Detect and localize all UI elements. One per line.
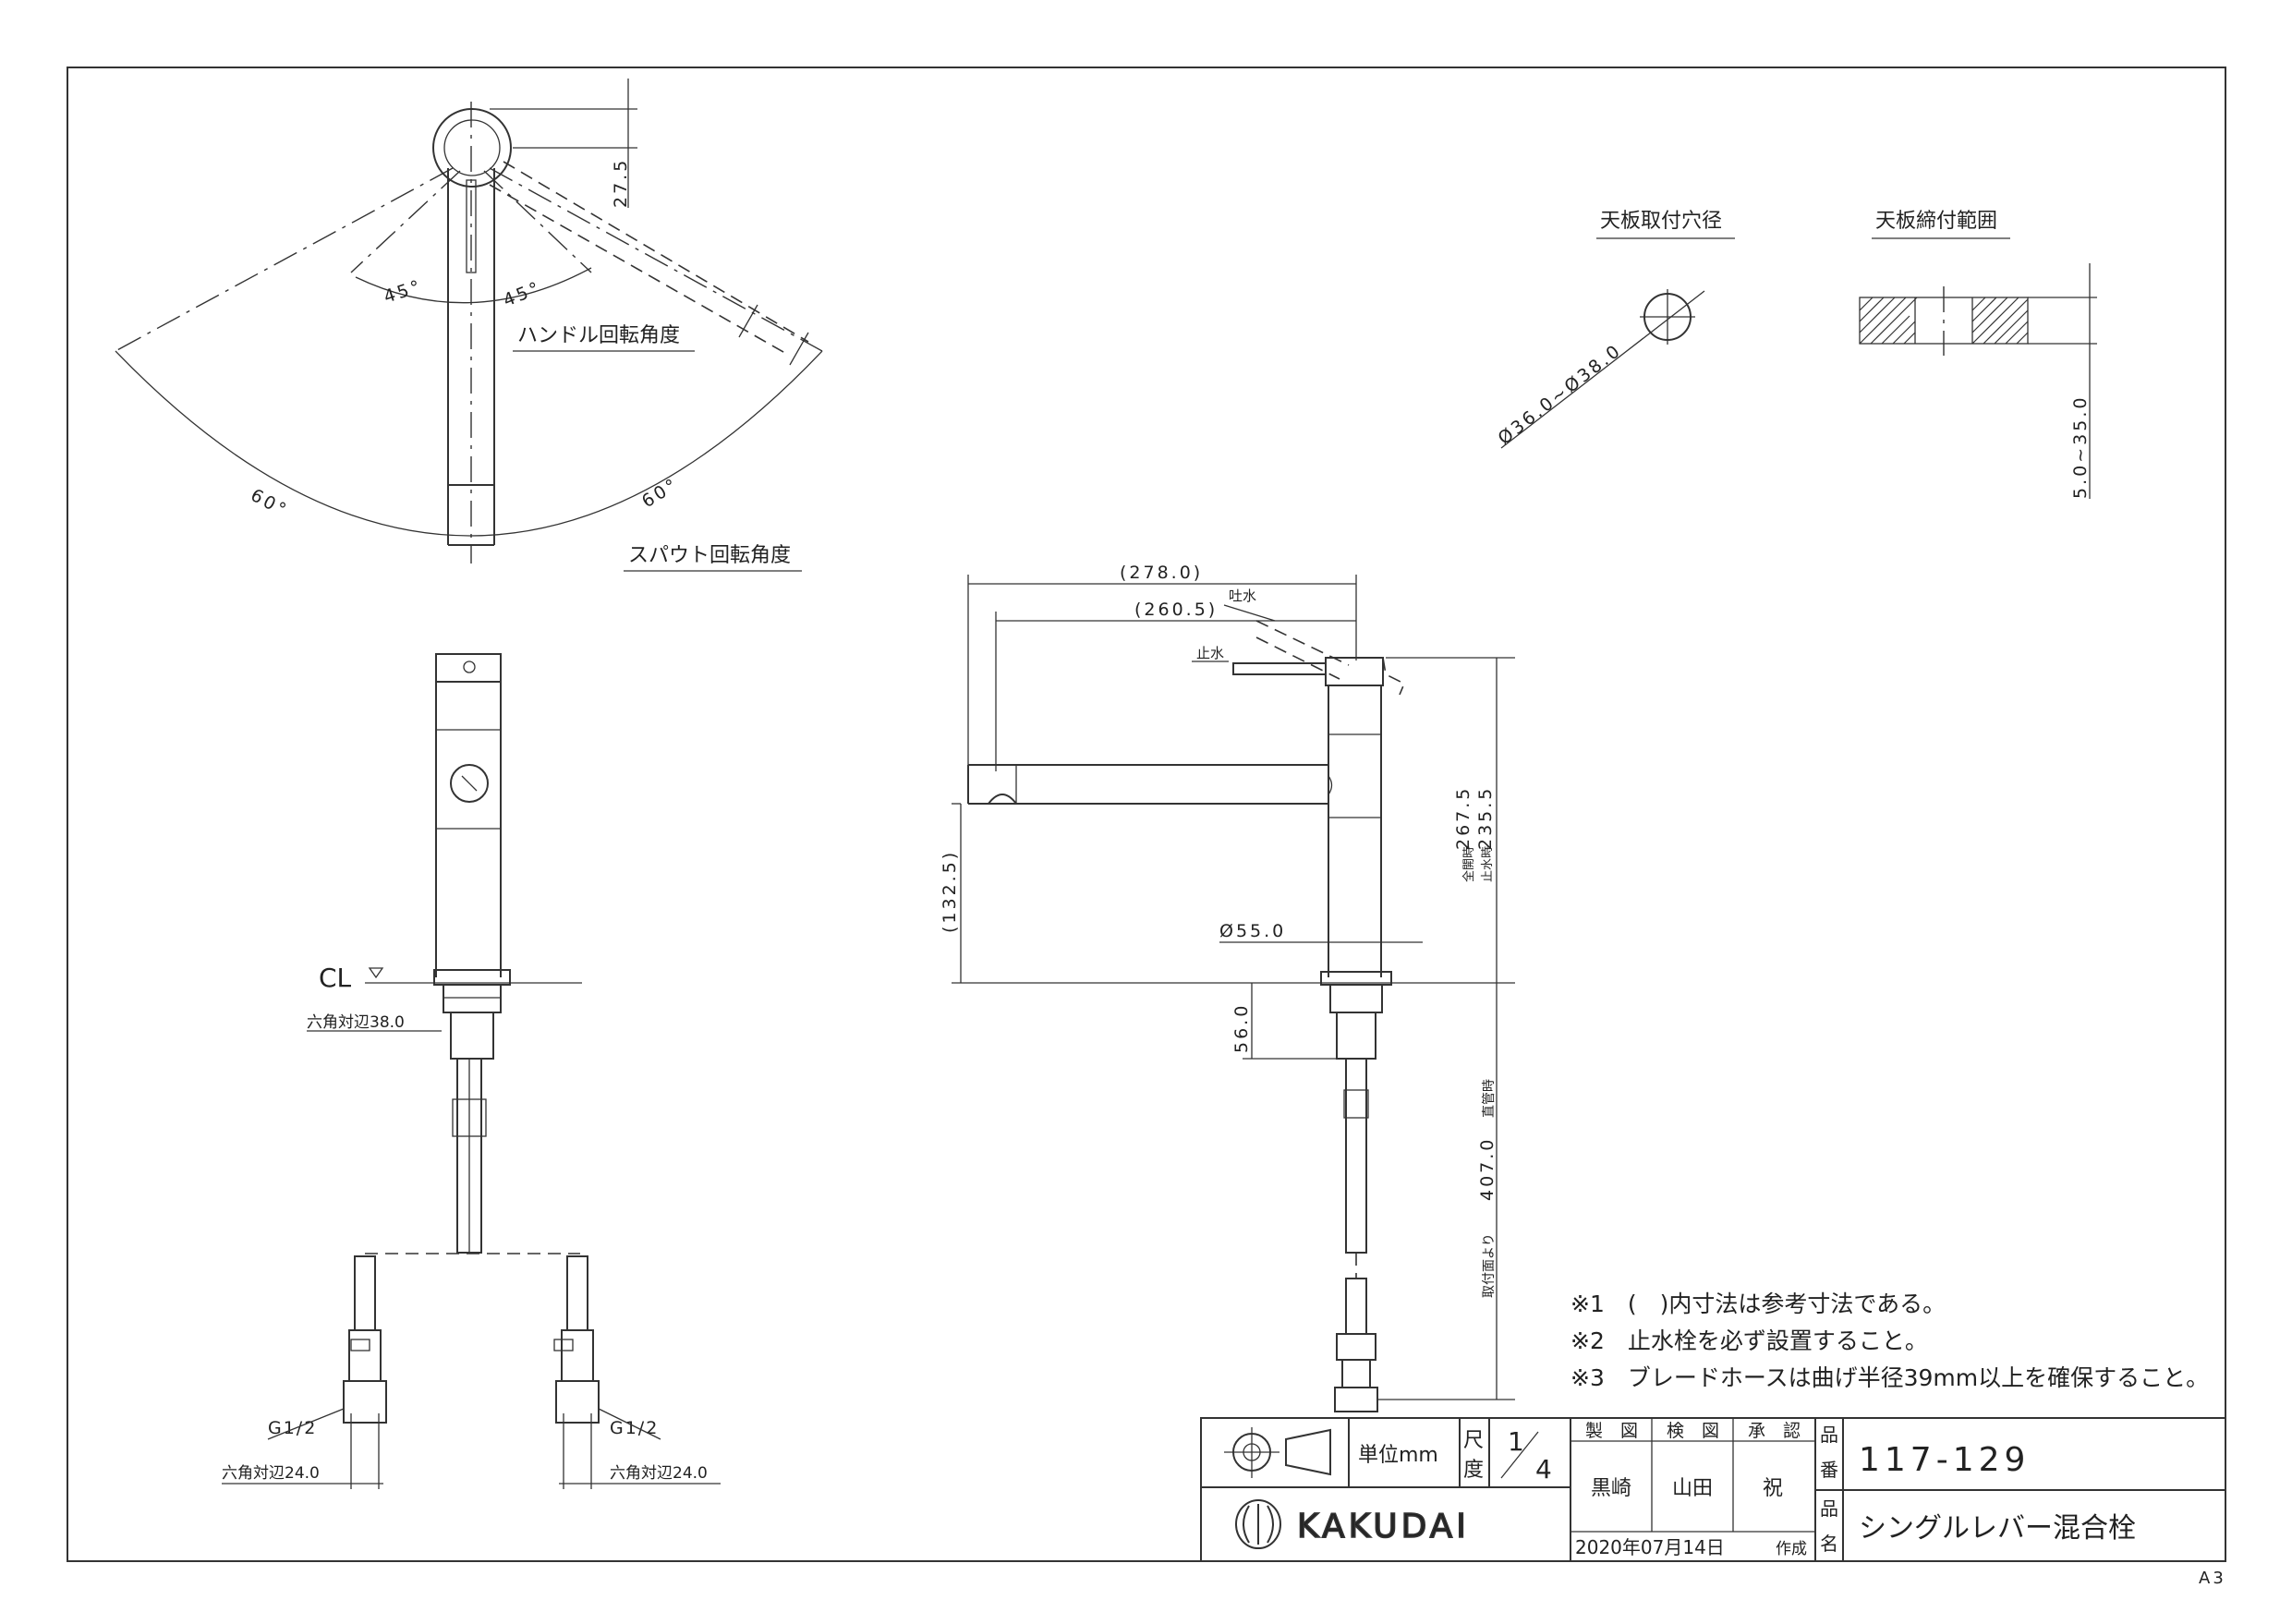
title-block: 単位mm 尺 度 1 4 製 図 検 図 承 認 黒崎 山田 祝 2020年07… <box>1200 1417 2226 1562</box>
part-no: 117-129 <box>1859 1441 2030 1479</box>
notes: ※1 ( )内寸法は参考寸法である。 ※2 止水栓を必ず設置すること。 ※3 ブ… <box>1570 1291 2209 1391</box>
note-3: ※3 ブレードホースは曲げ半径39mm以上を確保すること。 <box>1570 1364 2209 1391</box>
note-2: ※2 止水栓を必ず設置すること。 <box>1570 1327 1928 1354</box>
drawn-name: 黒崎 <box>1591 1477 1631 1500</box>
label-hex-38: 六角対辺38.0 <box>307 1013 405 1032</box>
dim-235-5: 235.5 <box>1475 786 1496 850</box>
approved-name: 祝 <box>1763 1477 1783 1500</box>
label-from-mount: 取付面より <box>1482 1233 1497 1298</box>
note-1: ※1 ( )内寸法は参考寸法である。 <box>1570 1291 1946 1317</box>
checked-label: 検 図 <box>1667 1421 1719 1441</box>
part-no-label-2: 番 <box>1820 1459 1838 1481</box>
brand: KAKUDAI <box>1297 1508 1470 1545</box>
label-stopped: 止水時 <box>1481 846 1495 882</box>
dim-278: (278.0) <box>1120 563 1203 583</box>
label-clamp-range: 天板締付範囲 <box>1875 210 1997 233</box>
label-hex-24-left: 六角対辺24.0 <box>222 1464 320 1483</box>
label-full-open: 全開時 <box>1461 846 1476 882</box>
label-handle-rotation: ハンドル回転角度 <box>517 324 680 347</box>
front-view: CL 六角対辺38.0 G1/2 六角対辺24.0 G1/2 六角対辺24.0 <box>222 653 721 1489</box>
dim-27-5: 27.5 <box>611 158 631 208</box>
checked-name: 山田 <box>1672 1477 1713 1500</box>
label-spout-rotation: スパウト回転角度 <box>628 544 791 567</box>
hole-detail: 天板取付穴径 Ø36.0~Ø38.0 <box>1495 210 1735 449</box>
angle-60-right: 60° <box>638 474 683 512</box>
scale-num: 1 <box>1508 1426 1524 1457</box>
dim-56: 56.0 <box>1231 1003 1252 1053</box>
dim-55: Ø55.0 <box>1219 921 1286 941</box>
part-no-label-1: 品 <box>1820 1424 1838 1446</box>
dim-hole: Ø36.0~Ø38.0 <box>1495 340 1626 449</box>
kakudai-logo: KAKUDAI <box>1235 1499 1470 1549</box>
angle-45-left: 45° <box>382 276 425 308</box>
dim-260-5: (260.5) <box>1134 600 1218 620</box>
side-view: (278.0) (260.5) 吐水 止水 <box>940 563 1515 1412</box>
created: 作成 <box>1776 1540 1807 1558</box>
drawn-label: 製 図 <box>1585 1421 1638 1441</box>
part-name: シングルレバー混合栓 <box>1859 1512 2136 1545</box>
dim-407: 407.0 <box>1477 1137 1498 1201</box>
label-hole-diameter: 天板取付穴径 <box>1600 210 1722 233</box>
top-view: 27.5 45° 45° 60° 60° ハンドル回転角度 スパウト回転角度 <box>115 79 823 572</box>
label-cl: CL <box>319 963 352 993</box>
scale-label-2: 度 <box>1463 1459 1484 1482</box>
unit: 単位mm <box>1358 1444 1438 1467</box>
label-straight-pipe: 直管時 <box>1481 1079 1497 1118</box>
sheet-border <box>67 67 2226 1562</box>
clamp-detail: 天板締付範囲 5.0~35.0 <box>1859 210 2097 499</box>
label-open-water: 吐水 <box>1229 588 1256 604</box>
dim-267-5: 267.5 <box>1453 786 1473 850</box>
label-g-left: G1/2 <box>268 1418 317 1438</box>
part-name-label-2: 名 <box>1820 1533 1838 1555</box>
date: 2020年07月14日 <box>1575 1536 1725 1558</box>
scale-den: 4 <box>1535 1454 1552 1485</box>
dim-clamp: 5.0~35.0 <box>2070 395 2091 499</box>
scale-label-1: 尺 <box>1463 1429 1484 1452</box>
part-name-label-1: 品 <box>1820 1497 1838 1520</box>
label-hex-24-right: 六角対辺24.0 <box>610 1464 708 1483</box>
label-stop-water: 止水 <box>1196 645 1224 661</box>
angle-45-right: 45° <box>501 277 545 310</box>
approved-label: 承 認 <box>1748 1421 1801 1441</box>
label-g-right: G1/2 <box>610 1418 659 1438</box>
angle-60-left: 60° <box>248 485 292 521</box>
sheet-size: A3 <box>2199 1569 2226 1588</box>
dim-132-5: (132.5) <box>940 850 960 933</box>
